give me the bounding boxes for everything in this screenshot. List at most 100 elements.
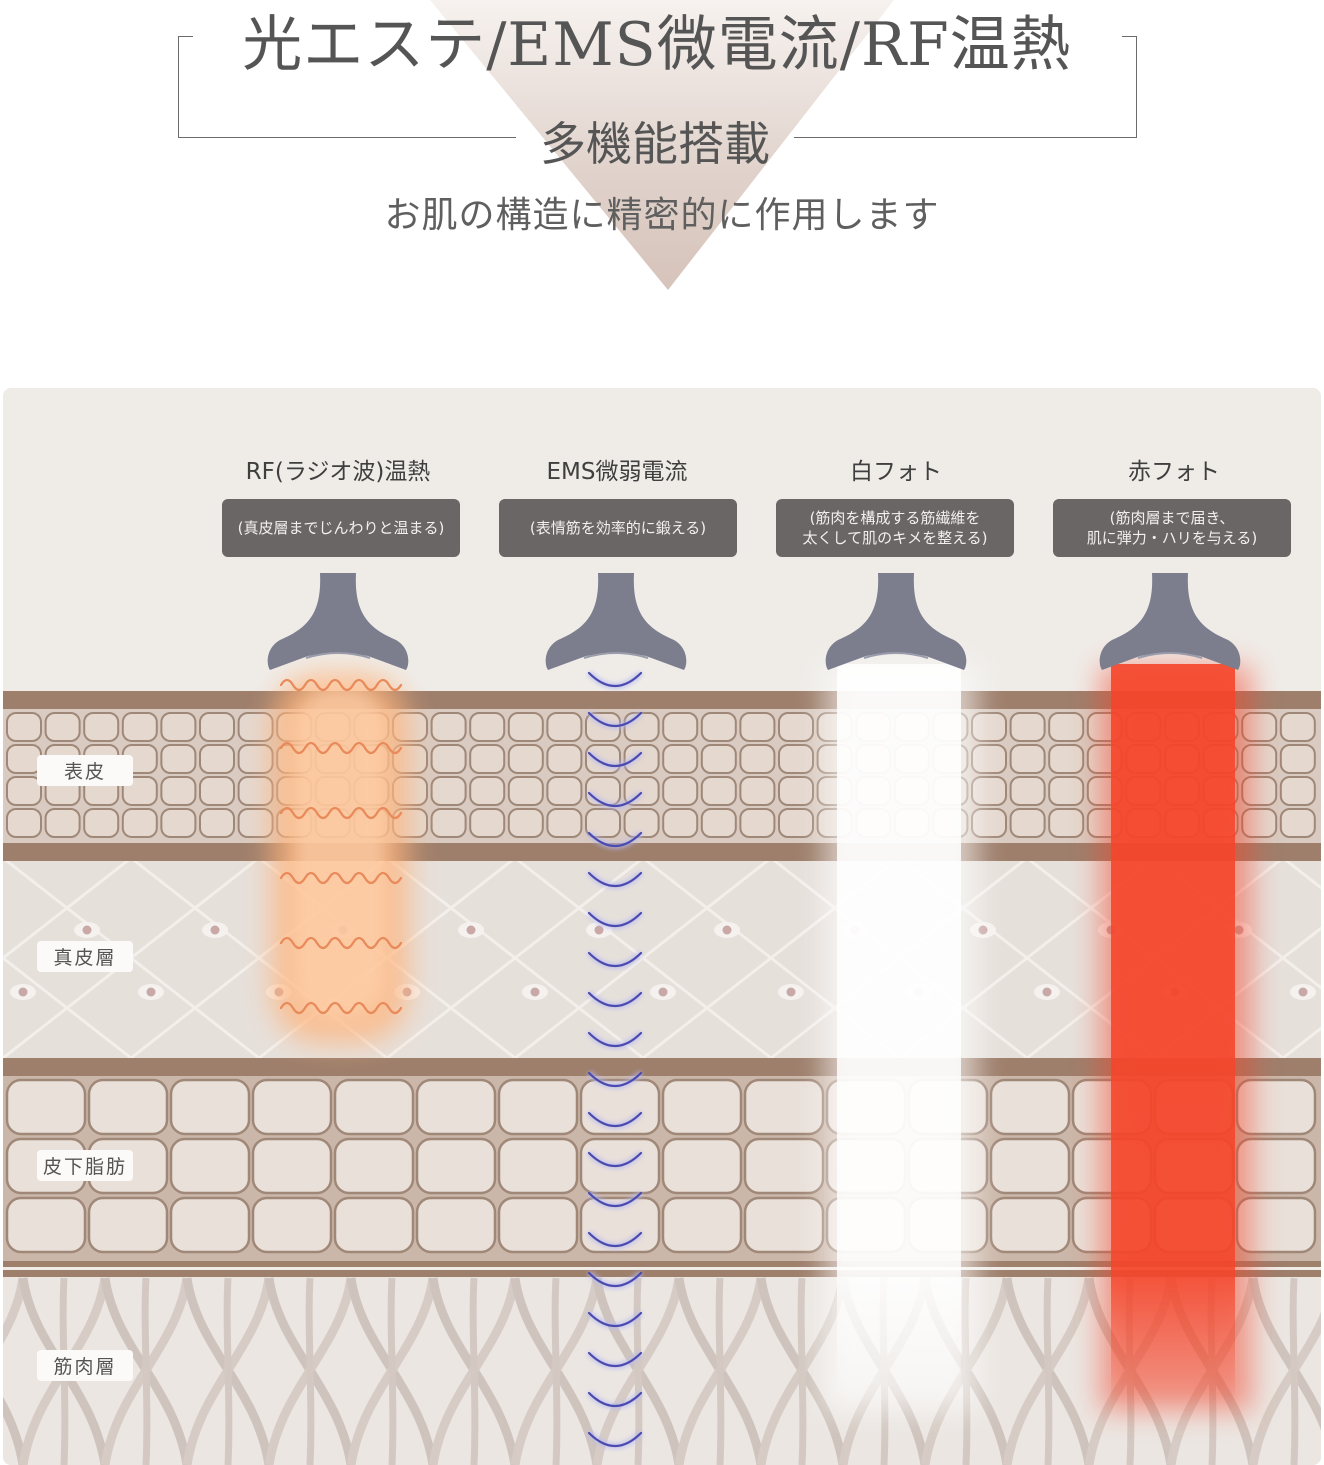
muscle-fiber — [3, 1396, 28, 1465]
rf-heat-wave — [279, 1001, 403, 1015]
ems-arc — [587, 1071, 643, 1087]
dermis-cell-nucleus — [594, 925, 604, 935]
epidermis-cell — [546, 744, 583, 774]
white-photo-effect — [825, 664, 977, 1411]
epidermis-cell — [778, 776, 814, 806]
muscle-fiber — [551, 1277, 561, 1465]
muscle-fiber — [223, 1277, 233, 1465]
device-head-shape — [1099, 573, 1241, 670]
layer-label-subcutaneous-fat: 皮下脂肪 — [37, 1150, 133, 1181]
dermis-cell-nucleus — [786, 987, 796, 997]
muscle-fiber — [1289, 1277, 1299, 1465]
epidermis-cell — [662, 712, 699, 742]
epidermis-cell — [507, 712, 544, 742]
epidermis-cell — [1279, 776, 1316, 806]
column-desc-line: (筋肉層まで届き、 — [1109, 509, 1235, 527]
device-head-icon — [1099, 573, 1241, 670]
device-head-shape — [545, 573, 687, 670]
layer-label-muscle: 筋肉層 — [37, 1350, 133, 1381]
skin-diagram-panel: RF(ラジオ波)温熱 EMS微弱電流 白フォト 赤フォト (真皮層までじんわりと… — [3, 388, 1321, 1465]
fat-cell — [497, 1137, 579, 1195]
epidermis-cell — [1048, 744, 1085, 774]
fat-cell — [661, 1137, 743, 1195]
muscle-fiber — [305, 1277, 315, 1465]
dermis-cell-nucleus — [210, 925, 220, 935]
epidermis-cell — [971, 744, 1007, 774]
ems-arc — [587, 1431, 643, 1447]
epidermis-cell — [237, 808, 274, 838]
fat-cell — [743, 1196, 825, 1254]
epidermis-cell — [623, 744, 660, 774]
device-head-highlight — [863, 652, 929, 659]
dermis-cell-nucleus — [530, 987, 540, 997]
dermis-fiber — [3, 856, 132, 960]
epidermis-cell — [1009, 712, 1046, 742]
device-head-icon — [267, 573, 409, 670]
ems-arc — [587, 791, 643, 807]
muscle-fiber — [633, 1277, 643, 1465]
column-desc-rf: (真皮層までじんわりと温まる) — [222, 499, 460, 557]
ems-arc — [587, 671, 643, 687]
epidermis-cell — [1279, 744, 1316, 774]
dermis-cell-nucleus — [1042, 987, 1052, 997]
ems-arc — [587, 1351, 643, 1367]
frame-line-left — [178, 137, 516, 138]
epidermis-cell — [546, 808, 583, 838]
epidermis-cell — [430, 712, 467, 742]
fat-cell — [989, 1137, 1071, 1195]
fat-cell — [743, 1078, 825, 1136]
dermis-cell-nucleus — [18, 987, 28, 997]
epidermis-cell — [83, 712, 120, 742]
epidermis-cell — [1279, 808, 1316, 838]
device-head-shape — [825, 573, 967, 670]
ems-arc — [587, 1191, 643, 1207]
fat-cell — [415, 1137, 497, 1195]
dermis-cell-nucleus — [722, 925, 732, 935]
device-head-shape — [267, 573, 409, 670]
column-title-white-photo: 白フォト — [850, 459, 942, 485]
epidermis-cell — [739, 744, 776, 774]
fat-cell — [169, 1137, 251, 1195]
column-desc-red-photo: (筋肉層まで届き、 肌に弾力・ハリを与える) — [1053, 499, 1291, 557]
frame-line-right — [794, 137, 1137, 138]
ems-arc — [587, 751, 643, 767]
fat-cell — [497, 1196, 579, 1254]
dermis-fiber — [3, 956, 132, 1060]
rf-heat-wave — [279, 936, 403, 950]
dermis-fiber — [514, 856, 772, 1060]
dermis-cell-nucleus — [146, 987, 156, 997]
frame-bracket-left — [178, 36, 193, 138]
epidermis-cell — [700, 744, 737, 774]
epidermis-cell — [121, 712, 158, 742]
fat-cell — [169, 1078, 251, 1136]
fat-cell — [743, 1137, 825, 1195]
ems-arc — [587, 831, 643, 847]
epidermis-cell — [700, 712, 737, 742]
epidermis-cell — [160, 808, 197, 838]
frame-bracket-right — [1122, 36, 1137, 138]
rf-glow-core — [295, 688, 385, 1018]
layer-label-dermis: 真皮層 — [37, 941, 133, 972]
column-desc-line: (筋肉を構成する筋繊維を — [809, 509, 981, 527]
ems-arc — [587, 911, 643, 927]
epidermis-cell — [623, 712, 660, 742]
epidermis-cell — [199, 776, 235, 806]
ems-arc — [587, 1111, 643, 1127]
epidermis-cell — [623, 808, 660, 838]
ems-arc — [587, 871, 643, 887]
layer-separator — [3, 1058, 1321, 1076]
rf-heat-wave — [279, 871, 403, 885]
red-light-beam — [1111, 664, 1235, 1404]
device-head-icon — [545, 573, 687, 670]
epidermis-cell — [6, 712, 42, 742]
ems-arc — [587, 1231, 643, 1247]
dermis-cell-nucleus — [82, 925, 92, 935]
epidermis-cell — [1009, 776, 1046, 806]
epidermis-cell — [662, 808, 699, 838]
muscle-fiber — [141, 1277, 151, 1465]
rf-heat-wave — [279, 806, 403, 820]
epidermis-cell — [199, 808, 235, 838]
fat-cell — [251, 1196, 333, 1254]
epidermis-cell — [1279, 712, 1316, 742]
fat-cell — [415, 1196, 497, 1254]
